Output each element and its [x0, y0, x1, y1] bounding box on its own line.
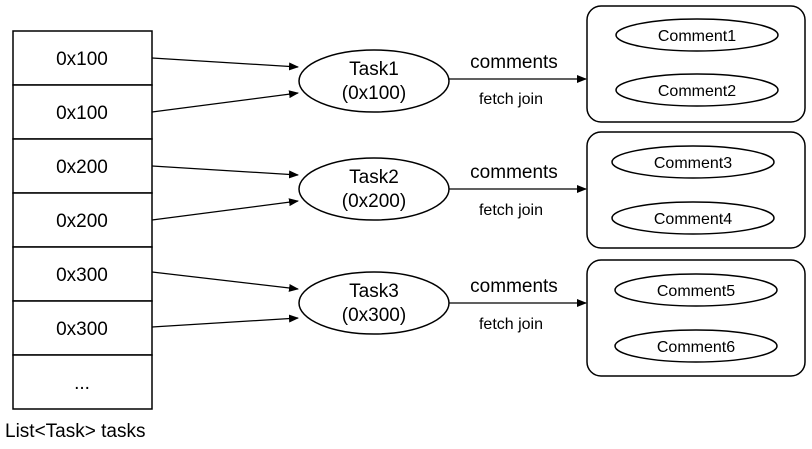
task-ellipse — [298, 49, 450, 113]
task-node-3: Task3 (0x300) — [298, 271, 450, 335]
comment-ellipse — [611, 145, 775, 179]
comment-ellipse — [615, 18, 779, 52]
comment-label: Comment4 — [654, 211, 732, 228]
relation-label: comments — [470, 162, 558, 183]
reference-arrow — [151, 57, 299, 71]
list-cell — [12, 138, 153, 194]
list-cell-value: ... — [74, 373, 90, 394]
list-cell — [12, 84, 153, 140]
task-address: (0x100) — [342, 83, 406, 104]
comment-label: Comment5 — [657, 283, 735, 300]
list-cell-value: 0x200 — [56, 211, 108, 232]
list-cell — [12, 30, 153, 86]
task-address: (0x300) — [342, 305, 406, 326]
list-caption: List<Task> tasks — [5, 421, 145, 442]
reference-arrow — [151, 198, 299, 221]
comment-ellipse — [614, 273, 778, 307]
reference-arrow — [151, 165, 299, 179]
task-name: Task1 — [349, 59, 399, 80]
task-node-2: Task2 (0x200) — [298, 157, 450, 221]
comment-label: Comment6 — [657, 339, 735, 356]
comment-ellipse — [611, 201, 775, 235]
fetch-join-label: fetch join — [479, 316, 543, 333]
comment-label: Comment2 — [658, 83, 736, 100]
task-list: 0x100 0x100 0x200 0x200 0x300 0x300 ... … — [5, 30, 153, 442]
relation-label: comments — [470, 276, 558, 297]
comment-group-1: Comment1 Comment2 — [586, 5, 806, 123]
list-cell-value: 0x300 — [56, 319, 108, 340]
fetch-join-label: fetch join — [479, 202, 543, 219]
reference-arrow — [151, 314, 299, 328]
reference-arrow — [151, 271, 299, 292]
comment-group-3: Comment5 Comment6 — [586, 259, 806, 377]
comment-ellipse — [614, 329, 778, 363]
comment-label: Comment1 — [658, 28, 736, 45]
relation-3: comments fetch join — [449, 276, 587, 333]
list-cell-value: 0x300 — [56, 265, 108, 286]
list-cell-value: 0x100 — [56, 103, 108, 124]
list-cell-value: 0x100 — [56, 49, 108, 70]
relation-2: comments fetch join — [449, 162, 587, 219]
task-node-1: Task1 (0x100) — [298, 49, 450, 113]
list-cell — [12, 354, 153, 410]
comment-label: Comment3 — [654, 155, 732, 172]
fetch-join-label: fetch join — [479, 91, 543, 108]
comment-group-2: Comment3 Comment4 — [586, 131, 806, 249]
task-address: (0x200) — [342, 191, 406, 212]
relation-label: comments — [470, 52, 558, 73]
reference-arrows — [151, 57, 299, 328]
task-name: Task3 — [349, 281, 399, 302]
task-name: Task2 — [349, 167, 399, 188]
list-cell — [12, 300, 153, 356]
list-cell-value: 0x200 — [56, 157, 108, 178]
relation-1: comments fetch join — [449, 52, 587, 108]
comment-ellipse — [615, 73, 779, 107]
reference-arrow — [151, 90, 299, 113]
